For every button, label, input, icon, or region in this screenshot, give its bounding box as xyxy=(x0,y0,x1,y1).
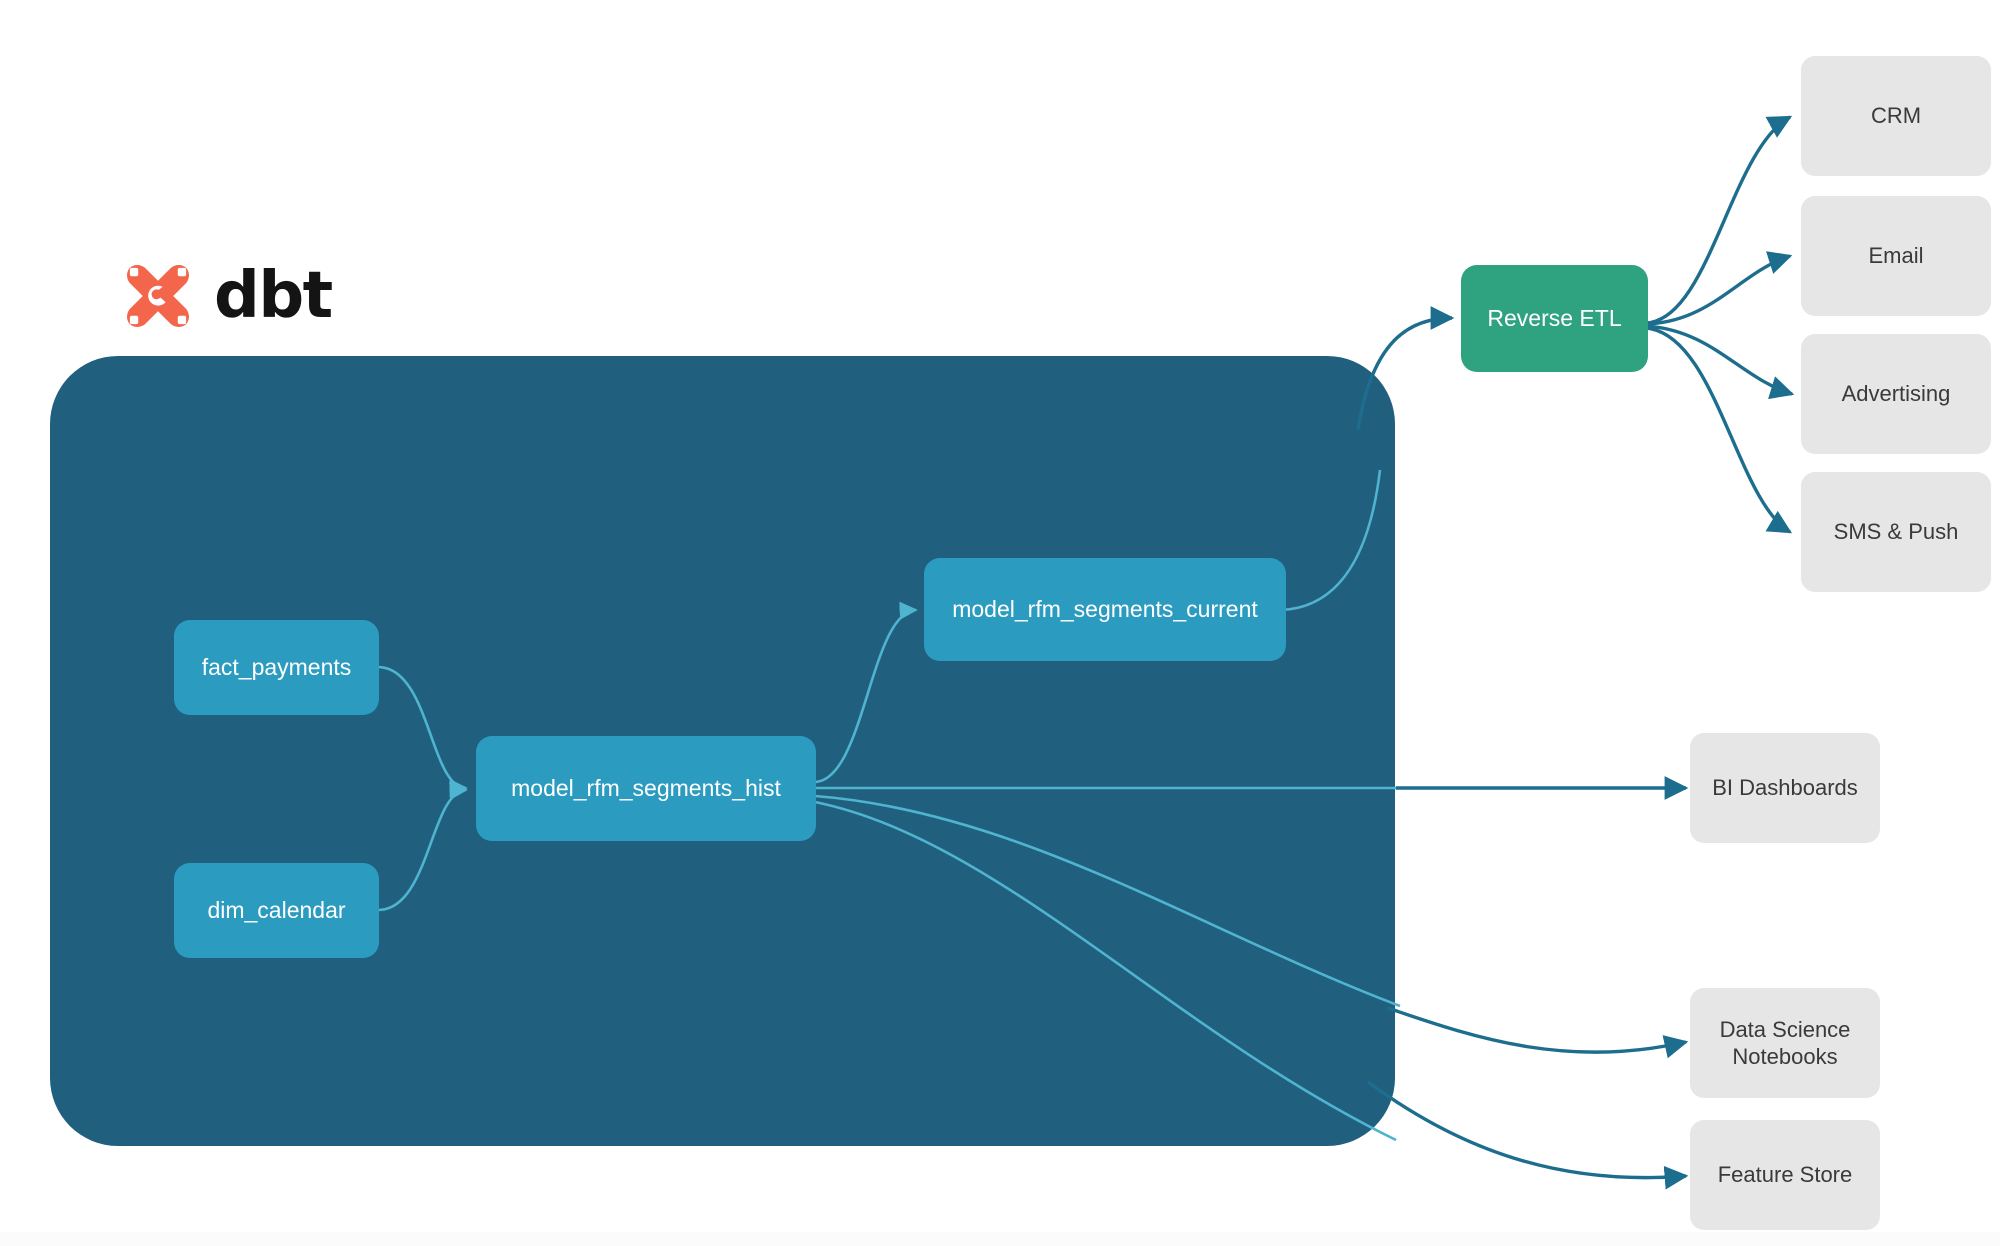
edge-hist-to-current xyxy=(814,601,918,784)
node-email[interactable]: Email xyxy=(1801,196,1991,316)
node-label: fact_payments xyxy=(201,654,352,681)
node-feature-store[interactable]: Feature Store xyxy=(1690,1120,1880,1230)
dbt-brand-lockup: dbt xyxy=(120,258,333,334)
node-label: SMS & Push xyxy=(1833,519,1959,545)
node-label: model_rfm_segments_hist xyxy=(511,775,781,802)
node-label: model_rfm_segments_current xyxy=(952,596,1258,623)
edge-to-ds-notebooks xyxy=(1387,1006,1689,1059)
dbt-logo-icon xyxy=(127,265,189,327)
edge-retl-to-sms-push xyxy=(1645,326,1793,534)
dbt-wordmark: dbt xyxy=(214,259,333,333)
node-label: CRM xyxy=(1870,103,1922,129)
node-label: dim_calendar xyxy=(207,897,346,924)
node-label: Advertising xyxy=(1841,381,1951,407)
node-label: BI Dashboards xyxy=(1712,775,1858,801)
bottom-edge-strip xyxy=(0,1232,2000,1246)
node-reverse-etl[interactable]: Reverse ETL xyxy=(1461,265,1648,372)
node-crm[interactable]: CRM xyxy=(1801,56,1991,176)
node-label: Email xyxy=(1868,243,1924,269)
node-model-rfm-segments-current[interactable]: model_rfm_segments_current xyxy=(924,558,1286,661)
edge-dim-calendar-to-hist xyxy=(377,781,468,912)
node-bi-dashboards[interactable]: BI Dashboards xyxy=(1690,733,1880,843)
edge-to-feature-store xyxy=(1366,1080,1689,1190)
edge-hist-to-fs-exit xyxy=(814,800,1397,1142)
edge-retl-to-email xyxy=(1645,251,1793,326)
node-fact-payments[interactable]: fact_payments xyxy=(174,620,379,715)
node-dim-calendar[interactable]: dim_calendar xyxy=(174,863,379,958)
edge-to-reverse-etl xyxy=(1356,306,1455,431)
edge-retl-to-advertising xyxy=(1645,324,1795,400)
node-label: Feature Store xyxy=(1717,1162,1853,1188)
node-advertising[interactable]: Advertising xyxy=(1801,334,1991,454)
node-label: Reverse ETL xyxy=(1487,305,1622,332)
node-model-rfm-segments-hist[interactable]: model_rfm_segments_hist xyxy=(476,736,816,841)
edge-retl-to-crm xyxy=(1645,115,1793,325)
edge-current-to-retl-exit xyxy=(1280,469,1382,612)
node-sms-push[interactable]: SMS & Push xyxy=(1801,472,1991,592)
edge-hist-to-ds-exit xyxy=(814,794,1401,1008)
